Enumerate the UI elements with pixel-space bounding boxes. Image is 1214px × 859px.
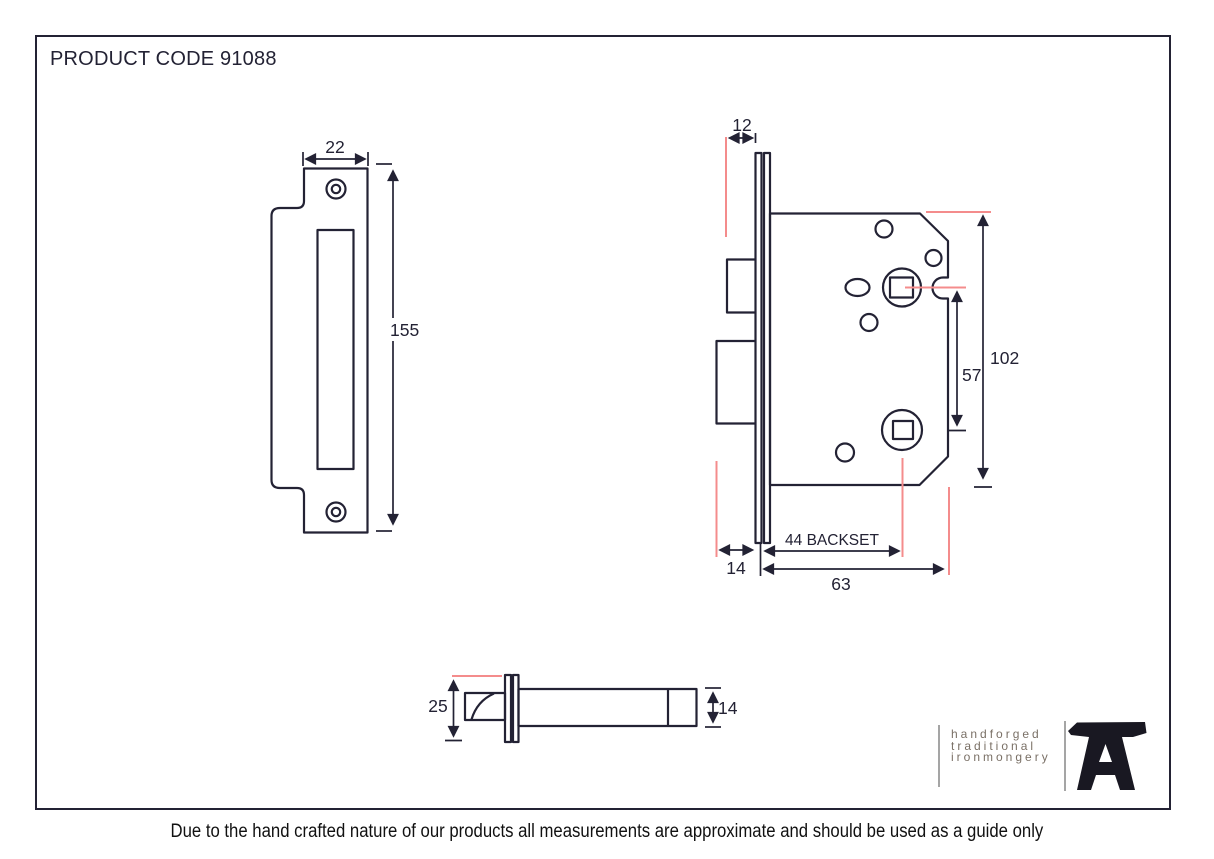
strike-plate-view xyxy=(270,167,369,534)
anvil-logo-icon xyxy=(1068,722,1147,790)
strike-plate-outline xyxy=(270,167,369,534)
lock-case-view xyxy=(715,151,950,545)
strike-plate-screw-hole-top-inner xyxy=(330,183,342,195)
dim-12-label: 12 xyxy=(732,115,751,135)
logo-divider-left xyxy=(938,725,940,787)
dim-57-label: 57 xyxy=(962,365,981,385)
strike-plate-cutout xyxy=(316,228,355,471)
strike-plate-dimensions xyxy=(302,152,422,532)
dim-14-bolt-label: 14 xyxy=(718,698,738,718)
dim-155-label-mask xyxy=(388,318,422,341)
latch-head-bevel-curve xyxy=(470,692,495,720)
dim-63-label: 63 xyxy=(831,574,850,594)
case-hole-top xyxy=(874,219,894,239)
dim-102-label: 102 xyxy=(990,348,1019,368)
dim-22-label: 22 xyxy=(325,137,344,157)
lock-case-dimensions xyxy=(718,132,992,576)
logo-divider-right xyxy=(1064,721,1066,791)
latch-bolt-block xyxy=(725,258,756,314)
footer: Due to the hand crafted nature of our pr… xyxy=(0,821,1214,843)
deadbolt-block xyxy=(715,339,756,425)
product-code-title: PRODUCT CODE 91088 xyxy=(50,48,277,70)
logo-line-1: handforged xyxy=(951,727,1042,741)
latch-head xyxy=(463,691,507,722)
latch-bolt-dimensions xyxy=(445,679,721,742)
strike-plate-screw-hole-top xyxy=(325,178,347,200)
lock-forend-front-plate xyxy=(754,151,763,545)
lock-case-reference-lines xyxy=(715,137,991,575)
strike-plate-screw-hole-bottom-inner xyxy=(330,506,342,518)
logo-line-3: ironmongery xyxy=(951,750,1051,765)
case-hole-bottom xyxy=(834,442,856,463)
brand-logo: handforged traditional ironmongery xyxy=(930,716,1180,800)
logo-wordmark: handforged traditional ironmongery xyxy=(951,727,1051,765)
dim-25-label: 25 xyxy=(428,696,447,716)
case-hole-upper-right xyxy=(924,248,943,268)
thumbturn-follower-circle xyxy=(880,408,924,452)
latch-bolt-side-view xyxy=(463,673,698,744)
lock-case-outline xyxy=(768,212,950,487)
dim-155-label: 155 xyxy=(390,320,419,340)
thumbturn-follower-square xyxy=(891,419,915,441)
strike-plate-screw-hole-bottom xyxy=(325,501,347,523)
sheet-border xyxy=(35,35,1171,810)
case-slot-oval xyxy=(844,277,871,298)
disclaimer-text: Due to the hand crafted nature of our pr… xyxy=(170,821,1044,842)
dim-44-backset-label: 44 BACKSET xyxy=(785,532,879,549)
latch-forend-front-plate xyxy=(503,673,513,744)
dim-14-lock-label: 14 xyxy=(726,558,746,578)
latch-body xyxy=(517,687,698,728)
case-hole-middle xyxy=(859,312,879,333)
logo-line-2: traditional xyxy=(951,738,1037,753)
